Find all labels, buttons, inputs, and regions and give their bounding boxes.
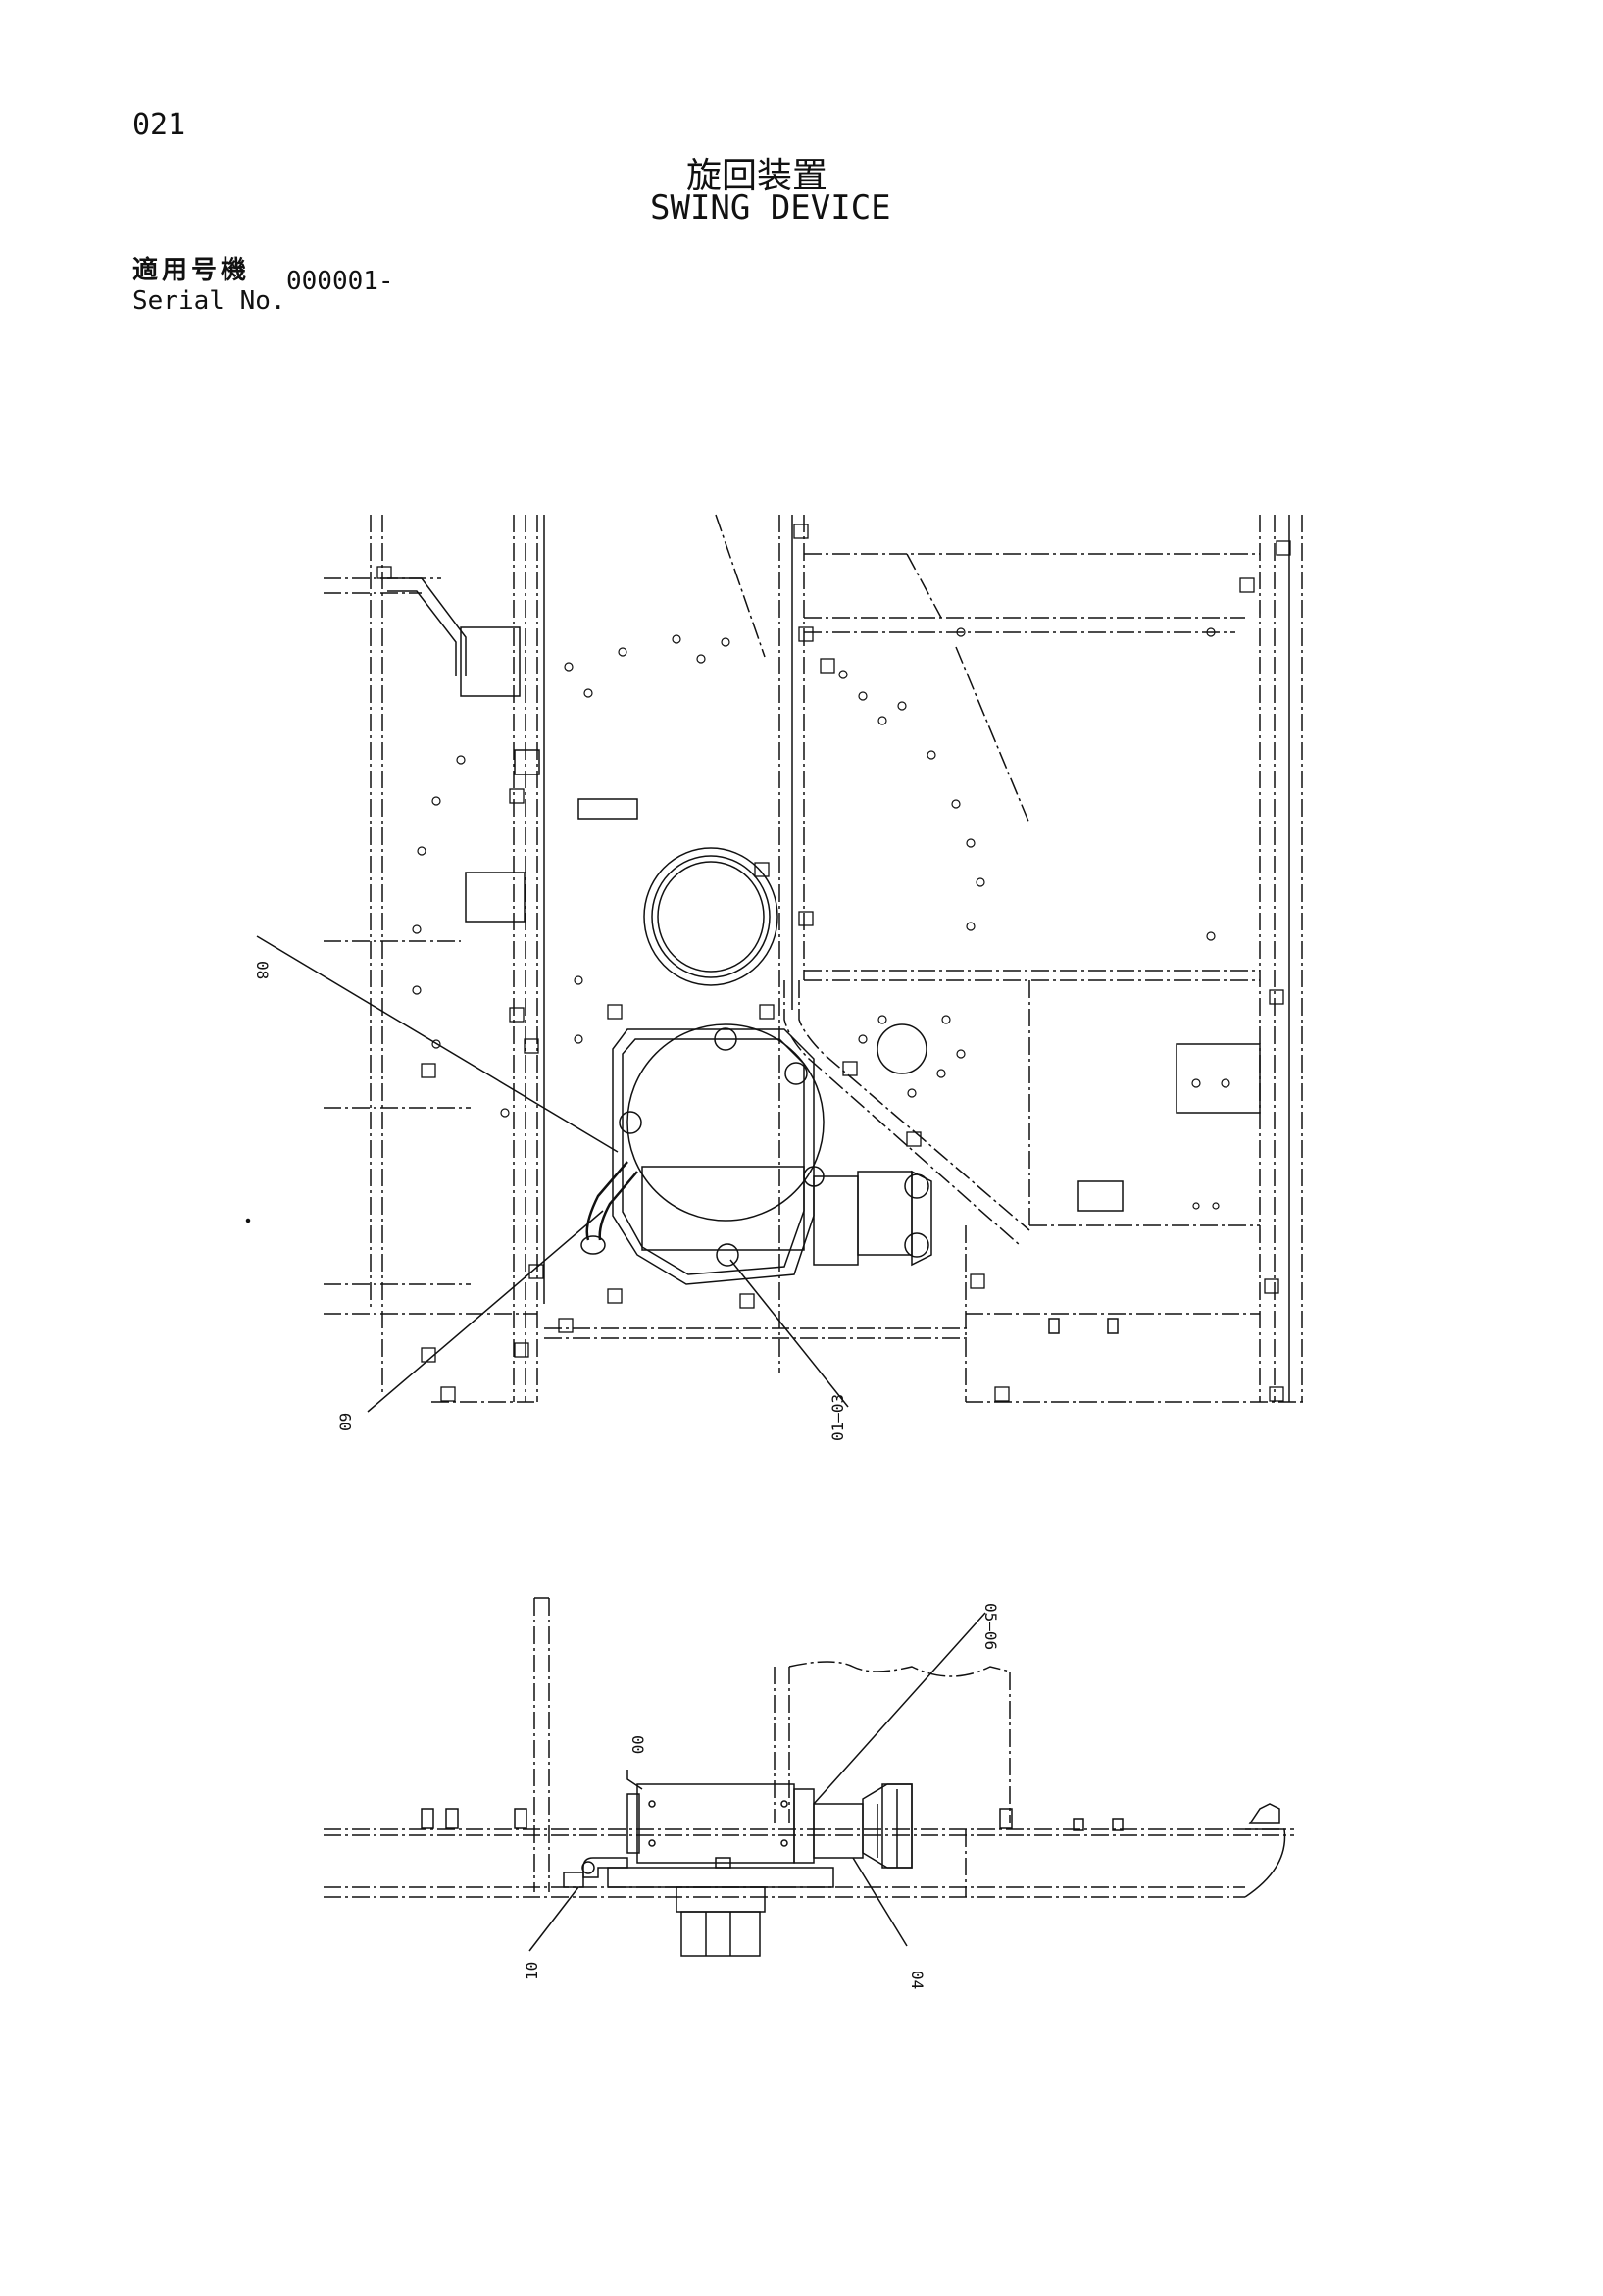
leader-09 xyxy=(367,1210,604,1413)
leader-01-03 xyxy=(729,1259,849,1408)
page-number: 021 xyxy=(132,108,186,142)
page-title-japanese: 旋回装置 xyxy=(686,156,828,196)
callout-04: 04 xyxy=(908,1971,927,1989)
callout-05-06: 05—06 xyxy=(981,1603,1000,1650)
leader-08 xyxy=(256,935,619,1153)
serial-label-japanese: 適用号機 xyxy=(132,256,251,285)
top-view xyxy=(245,514,1304,1413)
page-title-english: SWING DEVICE xyxy=(650,188,891,227)
callout-09: 09 xyxy=(336,1413,355,1431)
serial-label-english: Serial No. xyxy=(132,286,286,316)
callout-10: 10 xyxy=(523,1962,541,1980)
leader-00 xyxy=(626,1770,643,1790)
side-view xyxy=(324,1597,1294,1957)
callout-01-03: 01—03 xyxy=(828,1394,847,1441)
leader-05-06 xyxy=(813,1612,986,1805)
leader-04 xyxy=(852,1857,908,1947)
serial-number-value: 000001- xyxy=(286,267,394,296)
callout-08: 08 xyxy=(253,961,272,979)
leader-10 xyxy=(528,1886,579,1952)
callout-00: 00 xyxy=(628,1735,647,1754)
